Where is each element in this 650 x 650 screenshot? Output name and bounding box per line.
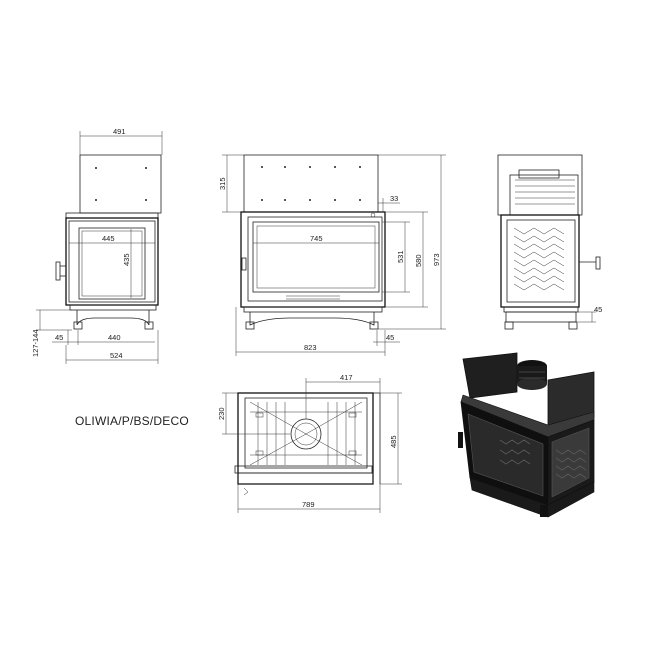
right-view-herringbone <box>513 227 565 291</box>
dim-center-total-width: 823 <box>304 343 317 352</box>
dim-top-depth-a: 230 <box>217 407 226 420</box>
center-view: 315 745 33 531 580 973 823 45 <box>218 154 446 356</box>
top-view-grate <box>249 401 363 466</box>
dim-front-leg-height: 127-144 <box>31 329 40 357</box>
dim-top-depth-total: 485 <box>389 435 398 448</box>
right-view: 45 <box>497 154 602 330</box>
dim-top-total-width: 789 <box>302 500 315 509</box>
dim-center-glass-width: 745 <box>310 234 323 243</box>
fireplace-3d-render <box>458 352 595 518</box>
top-view: 417 230 485 789 <box>217 373 402 513</box>
dim-center-leg-offset: 45 <box>386 333 394 342</box>
dim-center-offset: 33 <box>390 194 398 203</box>
dim-top-width-a: 417 <box>340 373 353 382</box>
dim-front-door-width: 445 <box>102 234 115 243</box>
dim-center-total-height: 973 <box>432 253 441 266</box>
dim-front-top-width: 491 <box>113 127 126 136</box>
dim-front-leg-offset: 45 <box>55 333 63 342</box>
model-name: OLIWIA/P/BS/DECO <box>75 414 189 428</box>
dim-center-body-height: 580 <box>414 254 423 267</box>
dim-center-glass-height: 531 <box>396 250 405 263</box>
dim-center-top-height: 315 <box>218 177 227 190</box>
dim-front-door-height: 435 <box>122 253 131 266</box>
dim-right-leg-offset: 45 <box>594 305 602 314</box>
dim-front-base-width: 440 <box>108 333 121 342</box>
right-view-baffles <box>515 179 575 205</box>
center-vent-slots <box>286 295 340 300</box>
render-herringbone <box>499 439 587 479</box>
dim-front-total-width: 524 <box>110 351 123 360</box>
front-view: 491 445 435 45 440 524 127-144 <box>31 127 163 364</box>
